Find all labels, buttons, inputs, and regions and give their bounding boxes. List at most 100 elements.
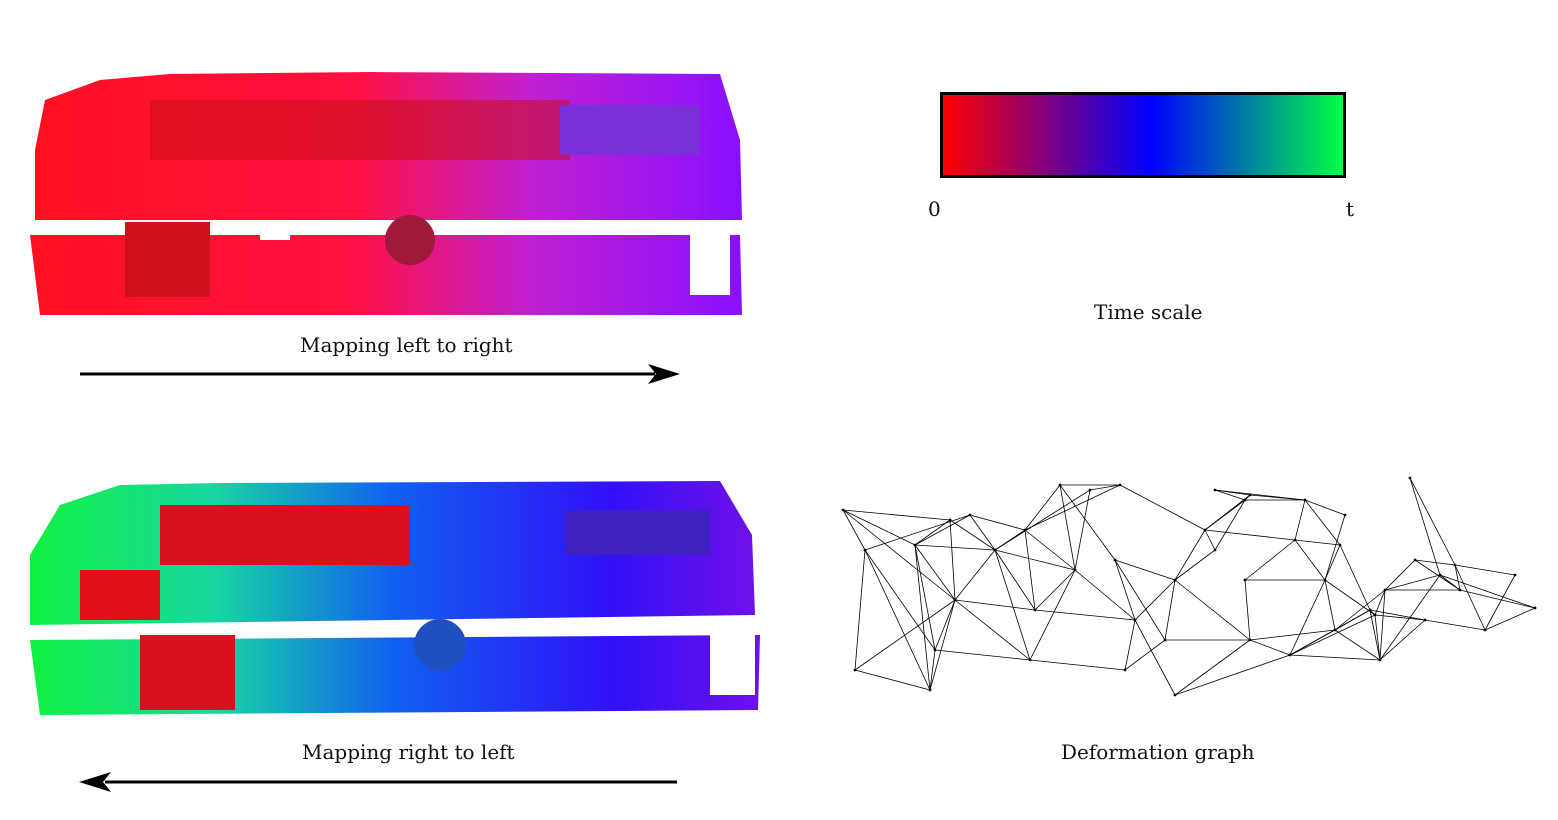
graph-edge [1134, 619, 1176, 696]
graph-edge [1484, 607, 1536, 631]
graph-edge [1414, 559, 1461, 591]
graph-edge [1384, 574, 1441, 591]
graph-edge [994, 549, 1031, 661]
graph-edge [1289, 579, 1326, 656]
graph-edge [914, 544, 996, 551]
graph-edge [1059, 484, 1116, 561]
graph-edge [994, 549, 1076, 571]
graph-node [1483, 628, 1487, 632]
point-cloud-left-to-right [30, 72, 742, 315]
graph-node [1088, 488, 1092, 492]
time-colorbar [940, 92, 1346, 178]
graph-node [1113, 558, 1117, 562]
graph-edge [842, 509, 916, 546]
graph-edge [1304, 499, 1346, 516]
graph-node [993, 548, 997, 552]
graph-edge [854, 669, 931, 691]
graph-edge [914, 514, 971, 546]
graph-node [1373, 613, 1377, 617]
graph-node [1033, 608, 1037, 612]
deformation-graph [841, 476, 1537, 697]
graph-edge [1214, 499, 1246, 551]
time-end-label: t [1346, 197, 1355, 221]
graph-node [1438, 573, 1442, 577]
graph-edge [842, 509, 956, 601]
graph-edge [1294, 539, 1341, 546]
graph-edge [842, 509, 951, 521]
time-start-label: 0 [928, 197, 941, 221]
cloud-drawer [140, 635, 235, 710]
graph-edge [949, 519, 996, 551]
graph-edge [1374, 614, 1381, 661]
graph-edge [1114, 559, 1176, 581]
graph-node [1333, 628, 1337, 632]
graph-node [1248, 638, 1252, 642]
graph-edge [1174, 639, 1251, 696]
graph-edge [1024, 484, 1061, 531]
graph-edge [1324, 579, 1376, 616]
graph-edge [1164, 579, 1176, 641]
graph-edge [864, 514, 971, 551]
graph-edge [1414, 559, 1456, 566]
graph-edge [1029, 569, 1076, 661]
graph-edge [1249, 629, 1336, 641]
graph-edge [1174, 549, 1216, 581]
graph-edge [1374, 589, 1386, 616]
graph-node [1243, 498, 1247, 502]
graph-edge [1124, 619, 1136, 671]
graph-edge [1334, 589, 1386, 631]
graph-edge [914, 544, 936, 651]
graph-edge [1289, 614, 1376, 656]
graph-edge [1334, 609, 1371, 631]
graph-edge [1074, 489, 1091, 571]
graph-edge [1454, 564, 1516, 576]
graph-edge [1324, 579, 1336, 631]
graph-edge [1304, 499, 1341, 546]
graph-edge [954, 599, 1031, 661]
cloud-chair [385, 215, 435, 265]
graph-node [1023, 528, 1027, 532]
graph-node [1163, 638, 1167, 642]
graph-edge [1439, 574, 1536, 609]
graph-edge [1369, 609, 1426, 621]
graph-edge [1334, 629, 1381, 661]
graph-edge [1134, 579, 1176, 621]
graph-edge [1204, 529, 1296, 541]
graph-edge [1459, 589, 1536, 609]
graph-node [948, 518, 952, 522]
graph-edge [1244, 539, 1296, 581]
graph-node [1118, 483, 1122, 487]
graph-edge [1379, 589, 1386, 661]
graph-edge [1249, 639, 1291, 656]
graph-edge [1294, 499, 1306, 541]
graph-edge [1024, 484, 1121, 531]
graph-edge [1409, 477, 1441, 576]
graph-node [853, 668, 857, 672]
graph-node [1058, 483, 1062, 487]
point-cloud-right-to-left [30, 481, 760, 715]
graph-edge [1024, 529, 1076, 571]
graph-edge [1324, 544, 1341, 581]
graph-edge [1074, 569, 1136, 621]
graph-node [841, 508, 845, 512]
graph-edge [954, 549, 996, 601]
graph-edge [1454, 564, 1486, 631]
cloud-shelf [150, 100, 570, 160]
cloud-monitor [565, 510, 710, 555]
graph-edge [1114, 559, 1136, 621]
graph-node [913, 543, 917, 547]
graph-edge [1324, 514, 1346, 581]
graph-edge [1244, 579, 1251, 641]
graph-edge [914, 544, 956, 601]
graph-edge [914, 519, 951, 546]
graph-edge [1204, 494, 1251, 531]
graph-edge [934, 649, 1031, 661]
graph-edge [929, 649, 936, 691]
cloud-gap [710, 635, 755, 695]
graph-edge [1119, 484, 1206, 531]
graph-node [1293, 538, 1297, 542]
graph-node [1073, 568, 1077, 572]
graph-edge [1024, 529, 1036, 611]
graph-edge [1294, 539, 1326, 581]
graph-edge [949, 519, 956, 601]
